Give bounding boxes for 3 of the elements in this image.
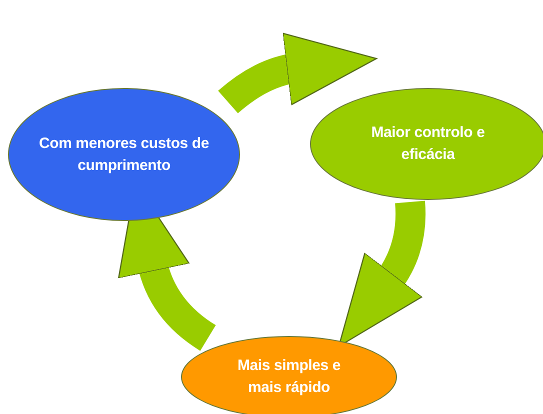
node-label: Com menores custos de cumprimento	[38, 134, 210, 176]
node-label: Mais simples e mais rápido	[236, 356, 342, 398]
node-label: Maior controlo e eficácia	[370, 123, 486, 165]
